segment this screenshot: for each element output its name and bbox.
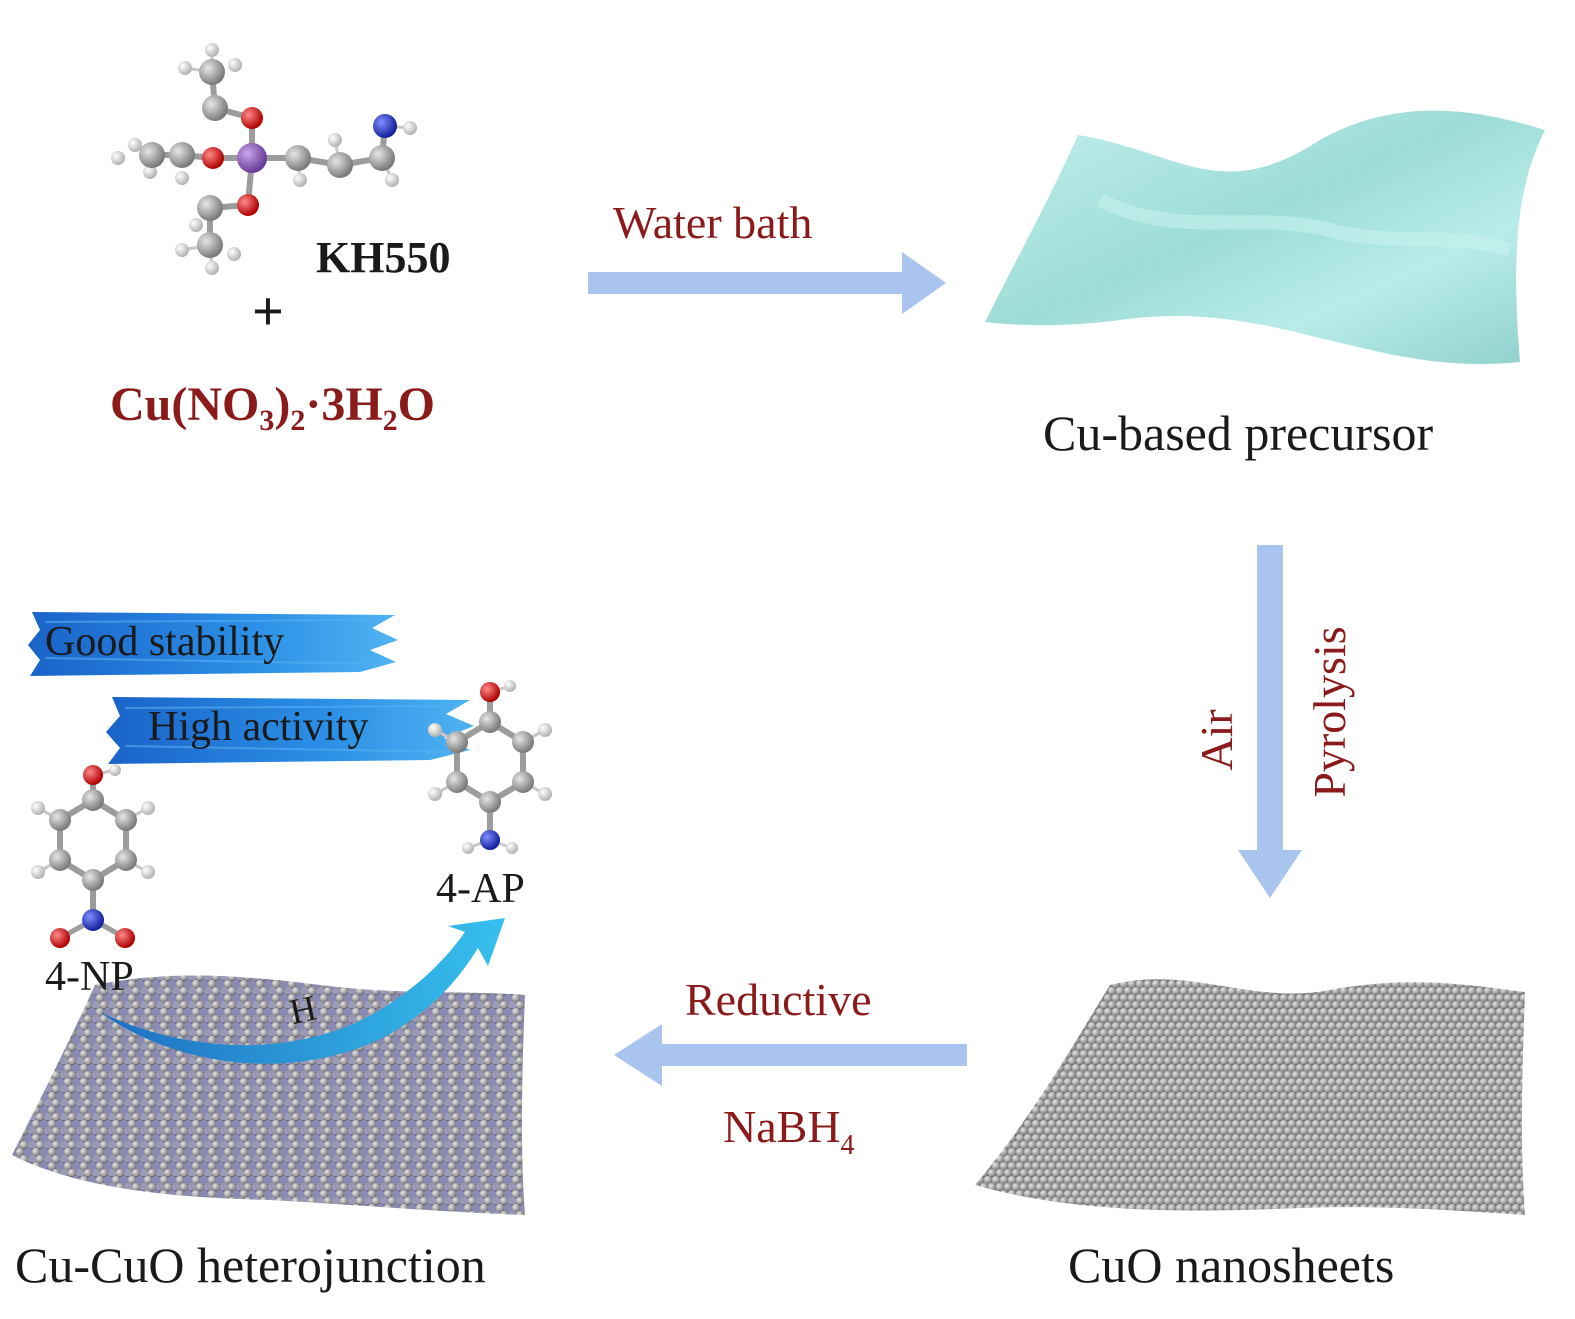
water-bath-arrow [588, 252, 946, 314]
pyrolysis-arrow [1238, 545, 1302, 898]
reduction-arrow [614, 1024, 967, 1086]
nitrophenol-molecule [31, 764, 155, 948]
activity-label: High activity [148, 704, 368, 750]
nabh4-label: NaBH4 [723, 1101, 855, 1161]
cuo-label: CuO nanosheets [1068, 1237, 1394, 1293]
heterojunction-sheet [12, 975, 525, 1215]
water-bath-label: Water bath [613, 197, 812, 248]
4np-label: 4-NP [45, 954, 134, 1000]
stability-label: Good stability [45, 619, 284, 665]
pyrolysis-label: Pyrolysis [1304, 626, 1355, 797]
precursor-sheet-highlight [1096, 193, 1513, 257]
air-label: Air [1191, 709, 1242, 770]
aminophenol-molecule [428, 680, 552, 854]
catalytic-conversion-arrow [100, 918, 505, 1064]
kh550-molecule [111, 43, 417, 275]
heterojunction-label: Cu-CuO heterojunction [15, 1237, 486, 1293]
activity-brush [106, 697, 474, 764]
4ap-label: 4-AP [436, 866, 525, 912]
plus-sign: + [252, 281, 284, 343]
stability-brush [28, 612, 398, 676]
kh550-label: KH550 [316, 233, 450, 282]
precursor-label: Cu-based precursor [1043, 405, 1433, 461]
cuo-nanosheet [975, 979, 1525, 1215]
copper-nitrate-formula: Cu(NO3)2·3H2O [110, 378, 435, 437]
reductive-label: Reductive [685, 974, 872, 1025]
precursor-sheet [985, 110, 1545, 364]
